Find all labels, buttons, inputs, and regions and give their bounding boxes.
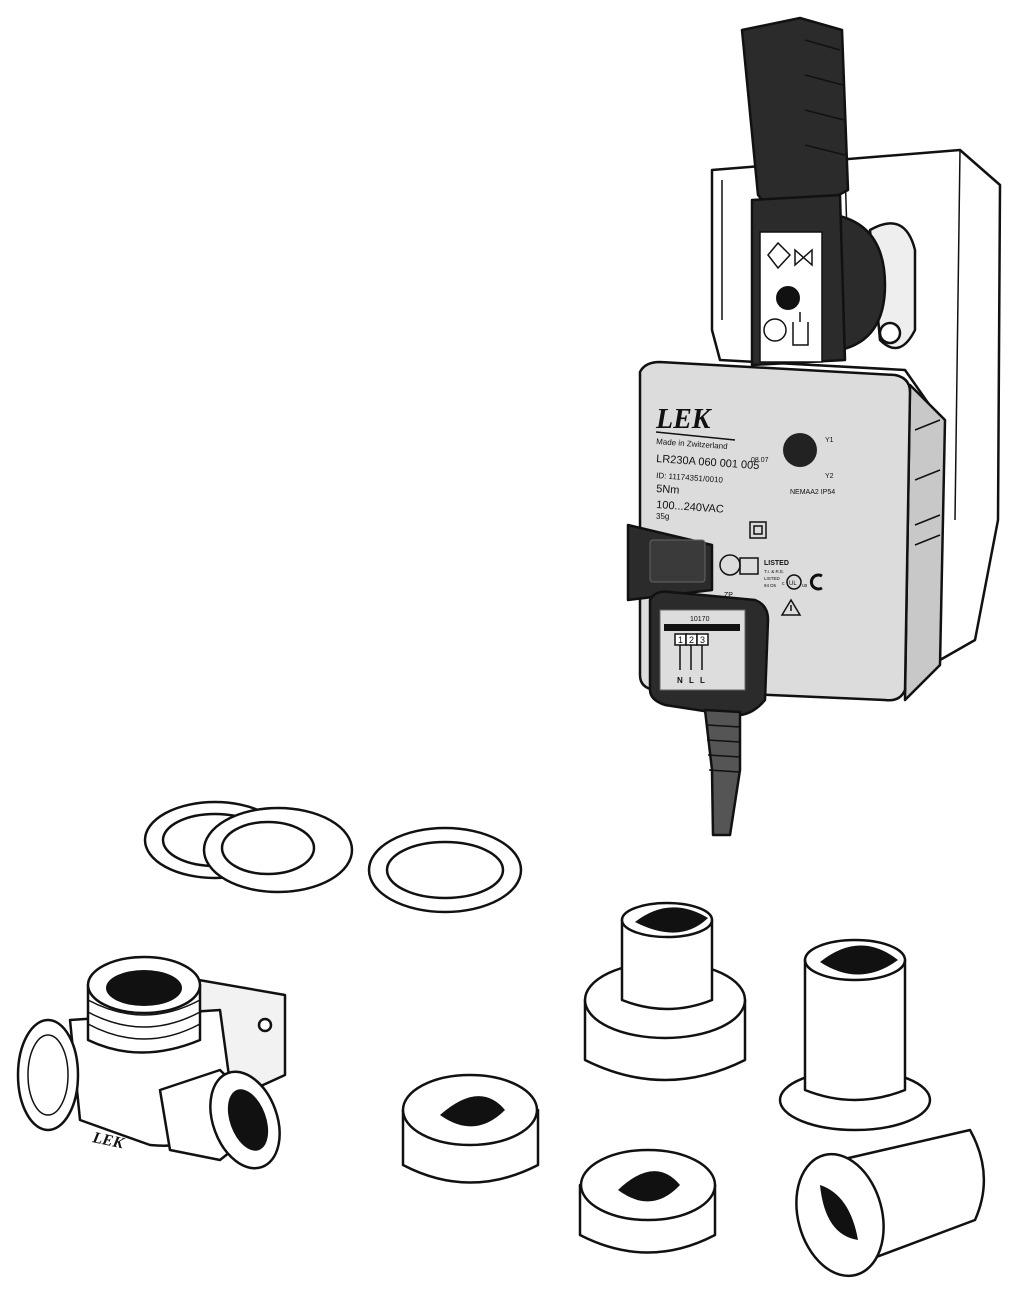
pipe-stub xyxy=(620,918,714,1011)
shaft-hole xyxy=(776,286,800,310)
rotation-y2-label: Y2 xyxy=(825,473,834,480)
terminal-label-l1: L xyxy=(689,676,694,685)
zp-label: ZP xyxy=(724,592,733,599)
actuator: LEK Made in Zwitzerland LR230A 060 001 0… xyxy=(626,16,1002,837)
right-port-opening xyxy=(227,1089,269,1151)
washer-3-hole xyxy=(385,840,505,900)
warning-icon xyxy=(780,598,802,616)
weight-text: 35g xyxy=(656,512,669,521)
fitting-tube-2 xyxy=(778,938,932,1132)
top-port-threads xyxy=(87,999,201,1040)
ul-mark-text: UL xyxy=(789,581,797,587)
torque-text: 5Nm xyxy=(656,483,680,497)
brand-logo: LEK xyxy=(655,404,713,435)
actuator-side xyxy=(903,383,947,702)
enclosure-rating: NEMAA2 IP54 xyxy=(790,489,835,496)
double-insulation-inner xyxy=(753,525,763,535)
spring-symbol-icon xyxy=(792,312,809,346)
terminal-1: 1 xyxy=(678,635,683,645)
pipe-stub-opening xyxy=(635,907,708,933)
manual-handle[interactable] xyxy=(740,16,850,212)
cable-strain-relief xyxy=(706,724,741,773)
logo-underline xyxy=(655,431,736,441)
reset-symbol-icon xyxy=(739,557,759,575)
valve-symbol-icon xyxy=(767,241,813,270)
hex-nut-2 xyxy=(578,1148,717,1254)
terminal-2: 2 xyxy=(689,635,694,645)
terminal-3: 3 xyxy=(700,635,705,645)
listed-line-1: T.I. & R.E. xyxy=(764,569,784,574)
nut-thread-hole xyxy=(440,1096,505,1127)
barcode xyxy=(664,624,740,631)
ul-us-text: us xyxy=(802,583,808,589)
override-button-face xyxy=(649,539,706,583)
left-port-inner xyxy=(27,1034,69,1116)
top-port-opening xyxy=(106,970,182,1006)
screw-icon xyxy=(878,321,902,345)
ul-c-text: c xyxy=(782,581,785,587)
fitting-with-nut-1 xyxy=(583,901,747,1082)
listed-label: LISTED xyxy=(764,560,789,567)
valve-body: LEK xyxy=(16,955,287,1170)
rotation-y1-label: Y1 xyxy=(825,437,834,444)
fitting-tube-3 xyxy=(795,1128,986,1278)
connector-code: 10170 xyxy=(690,616,710,623)
tube-opening xyxy=(820,1185,858,1240)
double-insulation-icon xyxy=(749,521,767,539)
c-tick-icon xyxy=(809,573,823,591)
listed-line-3: 94 D5 xyxy=(764,583,777,588)
hex-nut-1 xyxy=(401,1073,540,1184)
side-vents xyxy=(914,419,941,546)
nut-thread-hole xyxy=(618,1171,680,1202)
washers xyxy=(143,800,523,914)
tube-opening xyxy=(820,945,898,975)
terminal-label-l2: L xyxy=(700,676,705,685)
terminal-block: 1 2 3 N L L xyxy=(674,633,709,685)
washer-2-hole xyxy=(220,820,316,876)
date-code: 08.07 xyxy=(751,457,769,464)
mounting-hole xyxy=(257,1017,273,1033)
power-cable xyxy=(703,708,742,837)
handle-ribs xyxy=(804,39,846,156)
mode-symbol-icon xyxy=(763,318,787,342)
tube-body xyxy=(803,958,907,1102)
valve-brand-logo: LEK xyxy=(90,1129,126,1153)
voltage-text: 100...240VAC xyxy=(656,499,724,516)
listed-line-2: LISTED xyxy=(764,576,781,581)
terminal-label-n: N xyxy=(677,676,683,685)
shaft-clamp xyxy=(833,213,887,352)
rotation-selector-knob[interactable] xyxy=(783,433,817,467)
ul-mark-icon xyxy=(786,574,802,590)
